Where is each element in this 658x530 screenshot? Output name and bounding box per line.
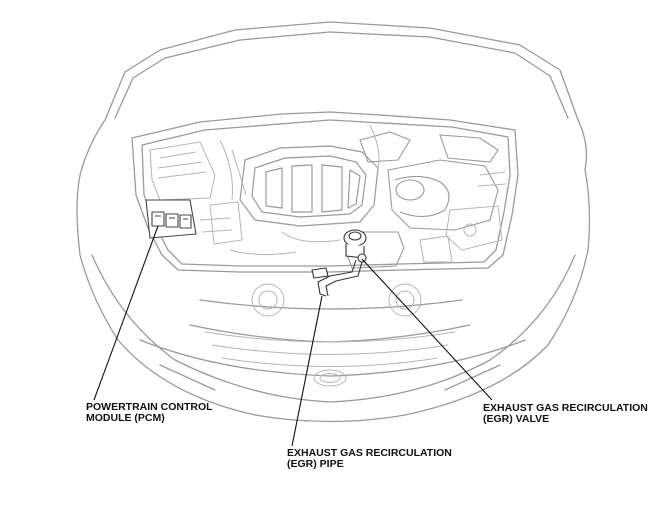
pcm-module-drawing	[145, 199, 197, 239]
callout-leader-lines	[93, 225, 493, 447]
engine-bay-outline	[131, 111, 519, 273]
vehicle-body-outline	[76, 21, 591, 423]
right-compartment-details	[419, 171, 507, 263]
egr-pipe-leader-line	[291, 295, 323, 447]
pcm-leader-line	[93, 225, 159, 401]
pcm-callout-label: POWERTRAIN CONTROL MODULE (PCM)	[86, 402, 213, 424]
egr-valve-label-line2: (EGR) VALVE	[483, 413, 550, 425]
engine-hoses	[219, 124, 380, 256]
left-compartment-details	[149, 141, 243, 245]
egr-valve-label-line1: EXHAUST GAS RECIRCULATION	[483, 402, 648, 414]
pcm-label-line2: MODULE (PCM)	[86, 412, 165, 424]
egr-valve-leader-line	[361, 258, 493, 401]
egr-pipe-drawing	[311, 259, 363, 297]
pcm-label-line1: POWERTRAIN CONTROL	[86, 401, 213, 413]
egr-valve-drawing	[343, 229, 367, 263]
strut-tower-left	[251, 283, 285, 317]
egr-valve-callout-label: EXHAUST GAS RECIRCULATION (EGR) VALVE	[483, 403, 648, 425]
engine-intake-manifold	[239, 145, 379, 227]
front-grille	[204, 331, 456, 387]
air-intake-assembly	[359, 131, 499, 231]
egr-pipe-callout-label: EXHAUST GAS RECIRCULATION (EGR) PIPE	[287, 448, 452, 470]
strut-tower-right	[388, 283, 422, 317]
egr-pipe-label-line2: (EGR) PIPE	[287, 458, 344, 470]
egr-pipe-label-line1: EXHAUST GAS RECIRCULATION	[287, 447, 452, 459]
